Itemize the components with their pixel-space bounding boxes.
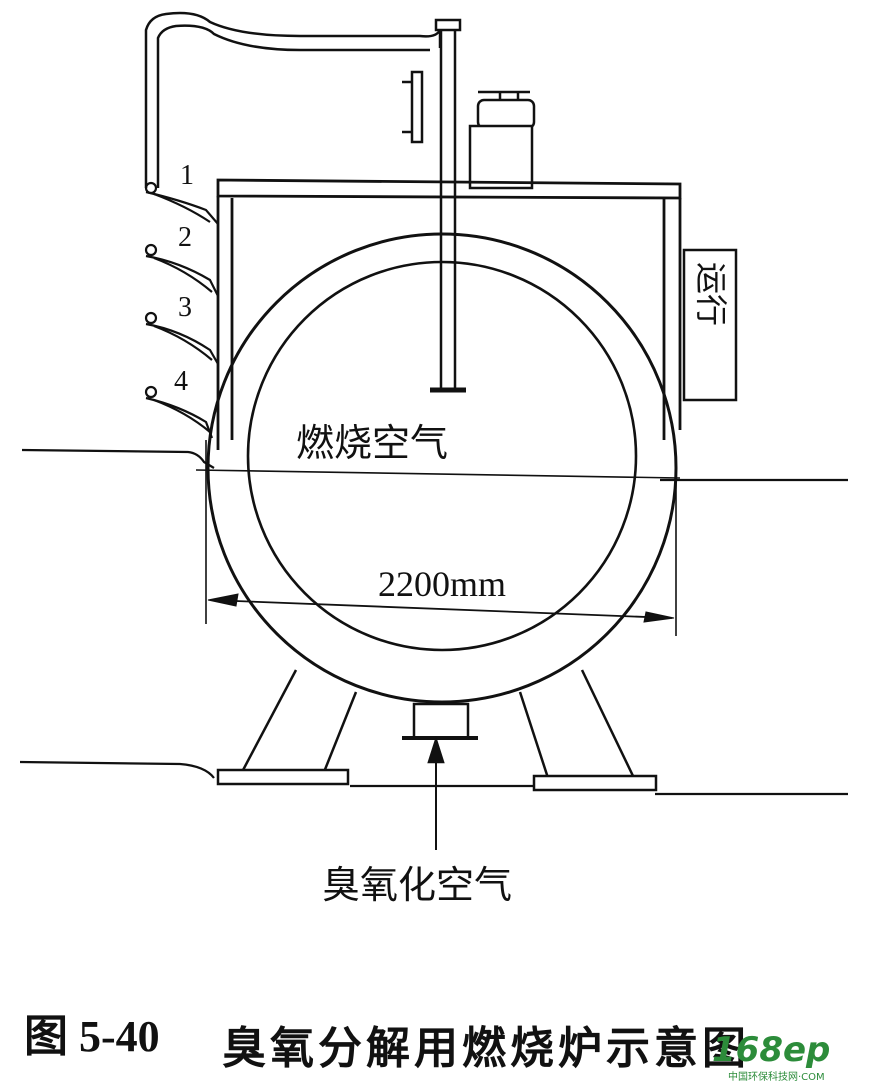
- node-label-4: 4: [174, 366, 188, 397]
- injector-rod: [430, 18, 466, 393]
- burners: [144, 181, 219, 439]
- furnace-housing: [216, 178, 682, 450]
- dimension-line: [205, 440, 677, 636]
- watermark-logo: 168ep: [712, 1030, 831, 1070]
- watermark-subtitle: 中国环保科技网·COM: [728, 1072, 825, 1083]
- figure-title: 臭氧分解用燃烧炉示意图: [222, 1023, 750, 1074]
- combustion-air-label: 燃烧空气: [296, 421, 448, 465]
- supply-pipe: [144, 11, 442, 188]
- furnace-diagram: 1 2 3 4 运行 燃烧空气 2200mm 臭氧化空气: [19, 11, 848, 907]
- ozonized-air-label: 臭氧化空气: [322, 863, 512, 907]
- run-label: 运行: [692, 262, 730, 326]
- node-label-3: 3: [178, 292, 192, 323]
- supports: [216, 669, 658, 792]
- bottom-inlet: [402, 702, 478, 850]
- node-label-1: 1: [180, 160, 194, 191]
- flange: [402, 70, 424, 144]
- node-label-2: 2: [178, 222, 192, 253]
- dimension-label: 2200mm: [378, 564, 506, 604]
- motor: [468, 90, 536, 190]
- combustion-chamber: [195, 232, 681, 704]
- ground-lines: [19, 448, 848, 796]
- run-panel: [682, 248, 738, 402]
- figure-number: 图 5-40: [24, 1012, 160, 1061]
